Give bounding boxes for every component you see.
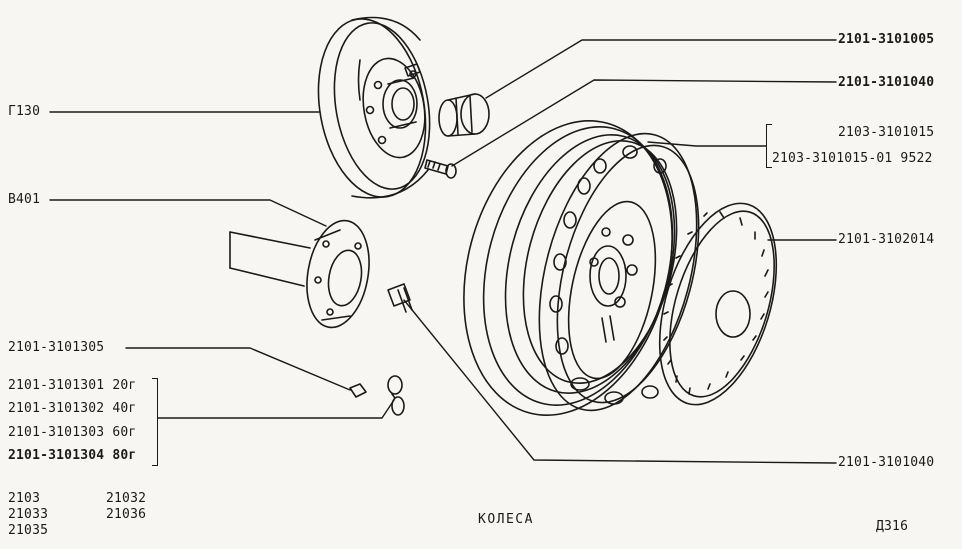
label-2101-3101305: 2101-3101305 bbox=[8, 340, 105, 355]
hub-dust-cap bbox=[438, 93, 490, 137]
balance-weight-clip bbox=[349, 383, 367, 398]
label-weight-60g: 2101-3101303 60г bbox=[8, 425, 137, 440]
wheel-rim bbox=[538, 132, 700, 412]
label-2101-3101040-top: 2101-3101040 bbox=[838, 75, 935, 90]
label-b401: В401 bbox=[8, 192, 41, 207]
balance-weight bbox=[387, 375, 405, 416]
model-21036: 21036 bbox=[106, 507, 147, 522]
wheel-bolt-upper bbox=[424, 159, 457, 179]
label-2103-3101015: 2103-3101015 bbox=[838, 125, 935, 140]
model-21032: 21032 bbox=[106, 491, 147, 506]
label-2101-3101005: 2101-3101005 bbox=[838, 32, 935, 47]
leader-lines bbox=[49, 39, 837, 464]
wheel-spacer-ring bbox=[306, 219, 370, 329]
brake-disc bbox=[317, 16, 431, 199]
label-weight-80g: 2101-3101304 80г bbox=[8, 448, 137, 463]
model-21035: 21035 bbox=[8, 523, 49, 538]
model-2103: 2103 bbox=[8, 491, 41, 506]
label-2101-3101040-bottom: 2101-3101040 bbox=[838, 455, 935, 470]
axle-shaft bbox=[229, 231, 311, 287]
hubcap-cover bbox=[658, 202, 778, 406]
label-2101-3102014: 2101-3102014 bbox=[838, 232, 935, 247]
weights-bracket bbox=[152, 378, 158, 466]
rim-bracket bbox=[766, 124, 772, 168]
label-weight-40g: 2101-3101302 40г bbox=[8, 401, 137, 416]
wheel-bolt-lower bbox=[387, 283, 413, 313]
label-2103-3101015-01: 2103-3101015-01 9522 bbox=[772, 151, 933, 166]
page-code: Д316 bbox=[876, 519, 909, 534]
label-g130: Г130 bbox=[8, 104, 41, 119]
label-weight-20g: 2101-3101301 20г bbox=[8, 378, 137, 393]
tyre bbox=[463, 120, 678, 416]
model-21033: 21033 bbox=[8, 507, 49, 522]
page-title: КОЛЕСА bbox=[478, 512, 534, 527]
